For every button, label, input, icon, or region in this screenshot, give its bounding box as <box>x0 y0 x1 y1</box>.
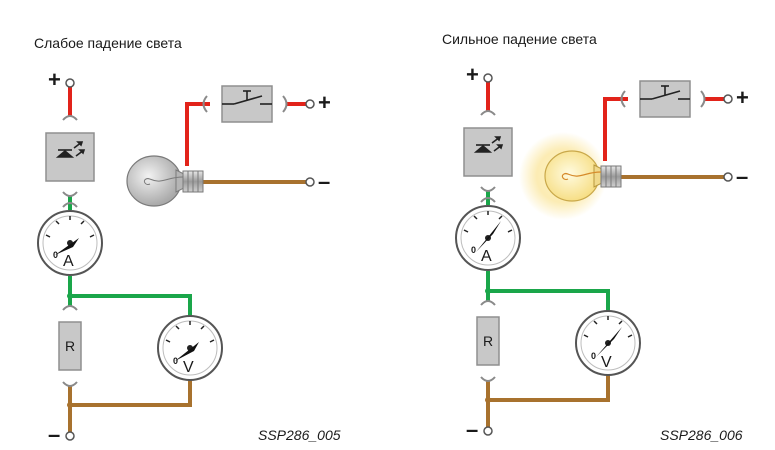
plus-label: + <box>48 67 61 92</box>
ammeter-zero: 0 <box>471 245 476 255</box>
voltmeter-needle <box>596 327 622 357</box>
minus-label: – <box>48 422 60 447</box>
panel-strong-light: Сильное падение света + + – – 0 A 0 V R … <box>442 31 749 443</box>
voltmeter-unit-label: V <box>601 354 612 371</box>
ammeter-unit-label: A <box>63 253 74 270</box>
voltmeter-needle <box>175 342 199 361</box>
minus-label: – <box>736 164 748 189</box>
figure-code: SSP286_005 <box>258 427 341 443</box>
circuit-schematic <box>454 72 734 437</box>
circuit-schematic <box>36 77 316 442</box>
ammeter-needle <box>476 221 501 252</box>
plus-label: + <box>736 85 749 110</box>
panel-caption: Слабое падение света <box>34 35 182 51</box>
voltmeter-zero: 0 <box>173 356 178 366</box>
voltmeter-zero: 0 <box>591 351 596 361</box>
panel-weak-light: Слабое падение света + + – – 0 A 0 V R S… <box>34 35 341 447</box>
plus-label: + <box>466 62 479 87</box>
ammeter-zero: 0 <box>53 250 58 260</box>
ammeter-needle <box>55 238 79 255</box>
voltmeter-unit-label: V <box>183 359 194 376</box>
resistor-label: R <box>483 333 493 349</box>
plus-label: + <box>318 90 331 115</box>
ammeter-unit-label: A <box>481 248 492 265</box>
panel-caption: Сильное падение света <box>442 31 597 47</box>
minus-label: – <box>466 417 478 442</box>
figure-code: SSP286_006 <box>660 427 743 443</box>
resistor-label: R <box>65 338 75 354</box>
minus-label: – <box>318 169 330 194</box>
